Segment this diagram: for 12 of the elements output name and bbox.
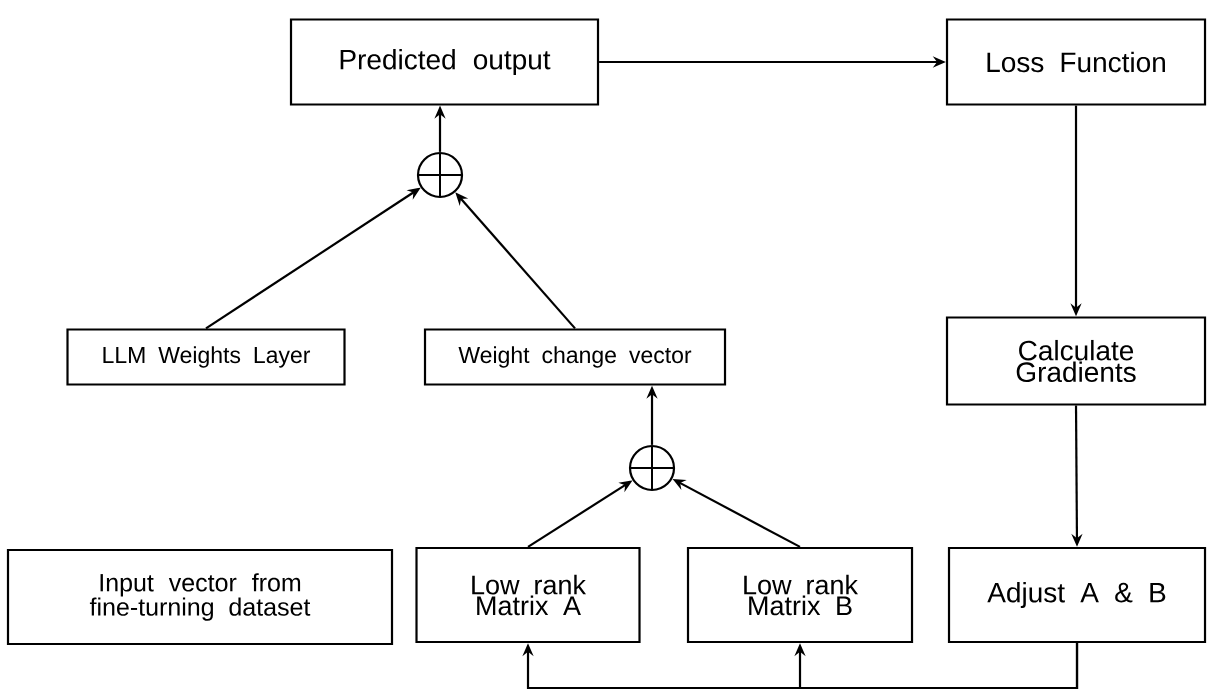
arrow: [794, 643, 1079, 690]
process-box: Loss Function: [945, 18, 1207, 106]
process-box: LLM Weights Layer: [66, 328, 346, 386]
process-box: Low rank Matrix A: [415, 546, 641, 644]
sum-circle: [416, 151, 464, 199]
sum-circle: [628, 444, 676, 492]
process-box: Low rank Matrix B: [686, 546, 914, 644]
process-box: Calculate Gradients: [945, 316, 1207, 406]
process-box: Weight change vector: [423, 328, 727, 386]
process-box: Predicted output: [289, 18, 600, 106]
process-box: Input vector from fine-turning dataset: [6, 548, 394, 646]
process-box: Adjust A & B: [947, 546, 1207, 644]
